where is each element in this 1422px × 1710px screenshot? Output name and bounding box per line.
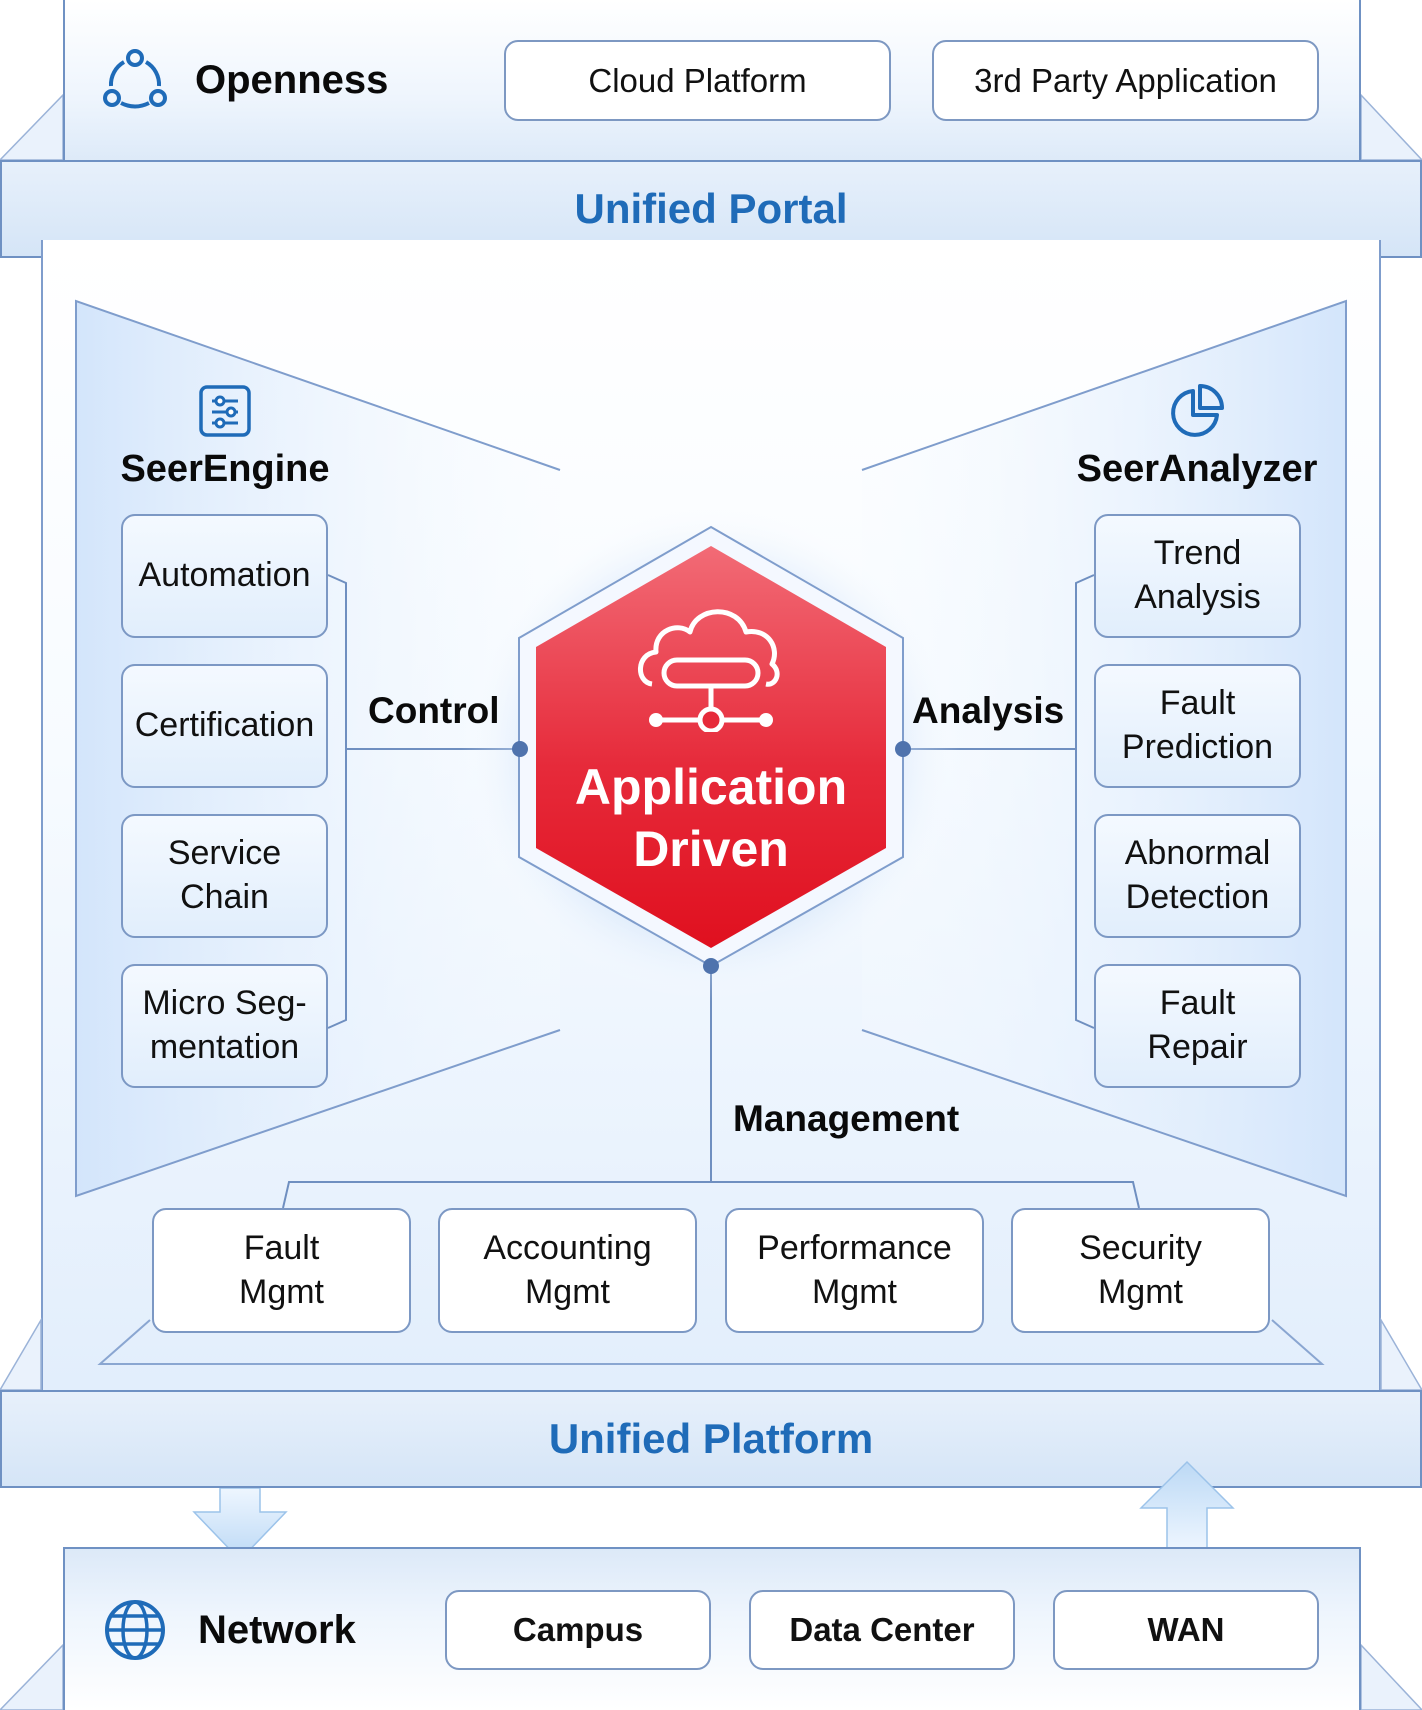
control-label: Control bbox=[368, 690, 500, 731]
management-item-security[interactable]: Security Mgmt bbox=[1011, 1208, 1270, 1333]
management-item-label: Accounting Mgmt bbox=[483, 1228, 652, 1311]
openness-item-3rd-party-application[interactable]: 3rd Party Application bbox=[932, 40, 1319, 121]
management-item-label: Performance Mgmt bbox=[757, 1228, 952, 1311]
seeranalyzer-title: SeerAnalyzer bbox=[1076, 448, 1318, 490]
seeranalyzer-item-fault-prediction[interactable]: Fault Prediction bbox=[1094, 664, 1301, 788]
up-arrow-icon bbox=[1139, 1460, 1235, 1550]
seerengine-item-micro-segmentation[interactable]: Micro Seg- mentation bbox=[121, 964, 328, 1088]
cloud-network-icon bbox=[634, 596, 788, 734]
openness-item-cloud-platform[interactable]: Cloud Platform bbox=[504, 40, 891, 121]
seeranalyzer-item-fault-repair[interactable]: Fault Repair bbox=[1094, 964, 1301, 1088]
seeranalyzer-item-label: Fault Repair bbox=[1147, 984, 1248, 1066]
seerengine-item-label: Certification bbox=[134, 706, 315, 745]
bottom-side-wings bbox=[0, 1643, 1422, 1710]
platform-side-wings bbox=[0, 1317, 1422, 1391]
management-item-performance[interactable]: Performance Mgmt bbox=[725, 1208, 984, 1333]
management-item-label: Security Mgmt bbox=[1079, 1228, 1202, 1311]
seerengine-item-service-chain[interactable]: Service Chain bbox=[121, 814, 328, 938]
network-item-campus[interactable]: Campus bbox=[445, 1590, 711, 1670]
seerengine-item-label: Micro Seg- mentation bbox=[142, 984, 307, 1066]
network-item-wan[interactable]: WAN bbox=[1053, 1590, 1319, 1670]
sliders-icon bbox=[198, 384, 252, 438]
seerengine-item-certification[interactable]: Certification bbox=[121, 664, 328, 788]
network-item-data-center[interactable]: Data Center bbox=[749, 1590, 1015, 1670]
seeranalyzer-item-label: Abnormal Detection bbox=[1124, 834, 1271, 916]
unified-platform-bar: Unified Platform bbox=[0, 1390, 1422, 1488]
openness-title: Openness bbox=[195, 58, 389, 102]
management-item-accounting[interactable]: Accounting Mgmt bbox=[438, 1208, 697, 1333]
management-label: Management bbox=[733, 1098, 960, 1139]
center-title-line2: Driven bbox=[633, 821, 789, 877]
network-title: Network bbox=[198, 1608, 356, 1652]
management-item-fault[interactable]: Fault Mgmt bbox=[152, 1208, 411, 1333]
top-side-wings bbox=[0, 93, 1422, 161]
analysis-label: Analysis bbox=[912, 690, 1065, 731]
seeranalyzer-item-trend-analysis[interactable]: Trend Analysis bbox=[1094, 514, 1301, 638]
seeranalyzer-item-abnormal-detection[interactable]: Abnormal Detection bbox=[1094, 814, 1301, 938]
globe-icon bbox=[103, 1598, 167, 1662]
management-item-label: Fault Mgmt bbox=[239, 1228, 324, 1311]
seerengine-item-label: Automation bbox=[138, 556, 311, 595]
seeranalyzer-item-label: Fault Prediction bbox=[1121, 684, 1274, 766]
share-nodes-icon bbox=[102, 46, 168, 112]
seerengine-title: SeerEngine bbox=[120, 448, 330, 490]
center-title: Application Driven bbox=[536, 756, 886, 880]
seeranalyzer-item-label: Trend Analysis bbox=[1134, 534, 1261, 616]
pie-chart-icon bbox=[1168, 382, 1226, 440]
down-arrow-icon bbox=[192, 1488, 288, 1562]
seerengine-item-automation[interactable]: Automation bbox=[121, 514, 328, 638]
seerengine-item-label: Service Chain bbox=[167, 834, 282, 916]
center-title-line1: Application bbox=[574, 759, 848, 815]
